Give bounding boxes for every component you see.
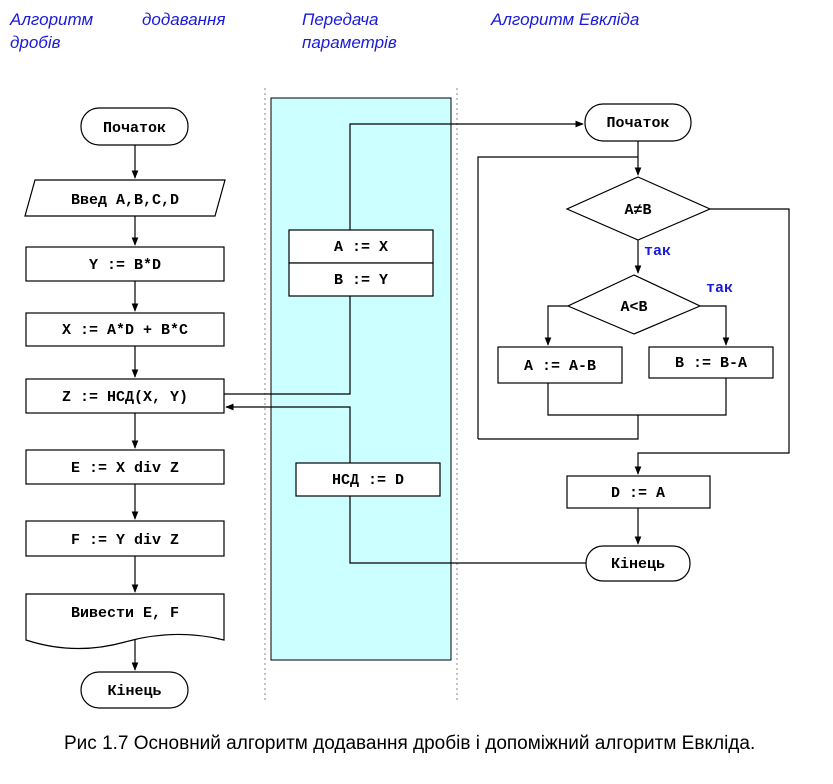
param-result-node: НСД := D (295, 462, 441, 497)
param-connectors (224, 120, 586, 564)
euclid-yes-label-1: так (644, 243, 671, 260)
main-z-call-label: Z := НСД(X, Y) (62, 389, 188, 406)
header-main-word-1: Алгоритм (9, 10, 93, 29)
euclid-start-label: Початок (606, 115, 669, 132)
header-euclid: Алгоритм Евкліда (490, 10, 639, 29)
main-z-call-node: Z := НСД(X, Y) (25, 378, 225, 414)
header-params-word-1: Передача (302, 10, 378, 29)
main-x-assign-label: X := A*D + B*C (62, 322, 188, 339)
parameter-panel (270, 97, 452, 661)
main-output-node: Вивести E, F (25, 593, 225, 650)
param-b-assign-label: B := Y (334, 272, 388, 289)
euclid-b-update-label: B := B-A (675, 355, 747, 372)
euclid-yes-label-2: так (706, 280, 733, 297)
main-input-node: Введ A,B,C,D (24, 179, 226, 217)
euclid-d-assign-node: D := A (566, 475, 711, 509)
main-start-node: Початок (80, 107, 189, 146)
euclid-d-assign-label: D := A (611, 485, 665, 502)
euclid-a-update-node: A := A-B (497, 346, 623, 384)
header-params-word-2: параметрів (302, 33, 397, 52)
figure-caption: Рис 1.7 Основний алгоритм додавання дроб… (64, 733, 756, 754)
main-e-assign-label: E := X div Z (71, 460, 179, 477)
main-output-label: Вивести E, F (71, 605, 179, 622)
euclid-cond-ne-node: A≠B (565, 176, 712, 241)
main-e-assign-node: E := X div Z (25, 449, 225, 485)
main-y-assign-label: Y := B*D (89, 257, 161, 274)
euclid-cond-lt-node: A<B (566, 274, 702, 335)
euclid-a-update-label: A := A-B (524, 358, 596, 375)
main-end-node: Кінець (80, 671, 189, 709)
param-result-label: НСД := D (332, 472, 404, 489)
header-main-word-3: дробів (10, 33, 61, 52)
main-x-assign-node: X := A*D + B*C (25, 312, 225, 347)
main-y-assign-node: Y := B*D (25, 246, 225, 282)
main-end-label: Кінець (107, 683, 161, 700)
header-main-word-2: додавання (142, 10, 225, 29)
main-f-assign-node: F := Y div Z (25, 520, 225, 557)
param-a-assign-label: A := X (334, 239, 388, 256)
euclid-b-update-node: B := B-A (648, 346, 774, 379)
euclid-cond-ne-label: A≠B (624, 202, 651, 219)
euclid-connectors (477, 141, 790, 545)
euclid-end-node: Кінець (585, 545, 691, 582)
main-f-assign-label: F := Y div Z (71, 532, 179, 549)
param-a-assign-node: A := X (288, 229, 434, 264)
param-b-assign-node: B := Y (288, 262, 434, 297)
main-input-label: Введ A,B,C,D (71, 192, 179, 209)
main-start-label: Початок (103, 120, 166, 137)
euclid-cond-lt-label: A<B (620, 299, 647, 316)
euclid-end-label: Кінець (611, 556, 665, 573)
euclid-start-node: Початок (584, 103, 692, 142)
